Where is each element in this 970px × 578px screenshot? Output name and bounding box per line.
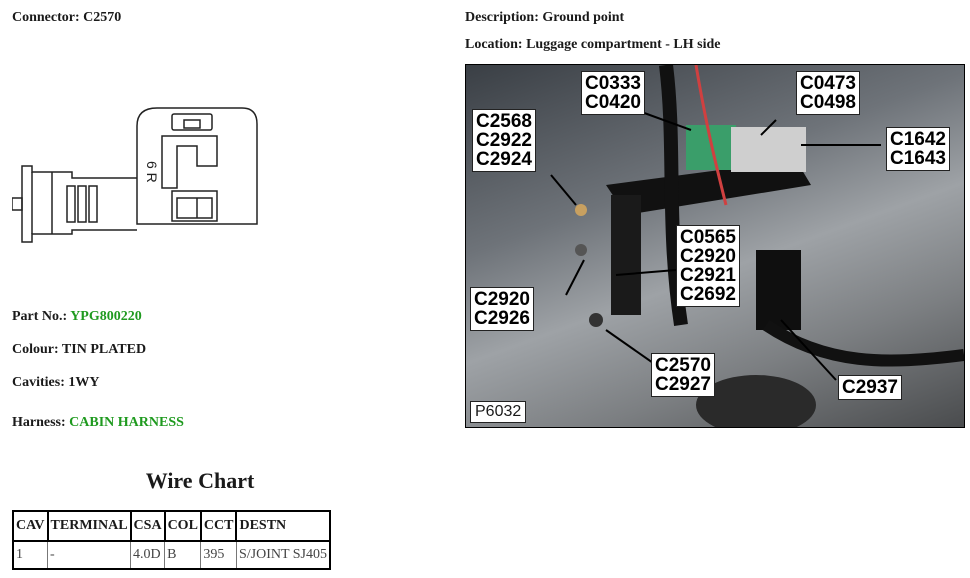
callout-line: C0565: [680, 227, 736, 248]
location-value: Luggage compartment - LH side: [526, 37, 721, 52]
callout-line: C0473: [800, 73, 856, 94]
cell-cct: 395: [200, 540, 237, 570]
description-label: Description:: [465, 10, 539, 25]
photo-illustration: [550, 65, 964, 427]
callout-line: C2937: [842, 377, 898, 398]
cell-destn: S/JOINT SJ405: [235, 540, 331, 570]
cell-col: B: [164, 540, 202, 570]
callout-line: C0498: [800, 92, 856, 113]
callout-line: C0420: [585, 92, 641, 113]
connector-label: Connector:: [12, 10, 80, 25]
callout-line: C2924: [476, 149, 532, 170]
location-label: Location:: [465, 37, 523, 52]
callout-c2920: C2920 C2926: [470, 287, 534, 331]
callout-line: C2921: [680, 265, 736, 286]
header-col: COL: [163, 510, 202, 542]
callout-line: C2926: [474, 308, 530, 329]
callout-line: C2570: [655, 355, 711, 376]
callout-c0565: C0565 C2920 C2921 C2692: [676, 225, 740, 307]
callout-line: C1643: [890, 148, 946, 169]
callout-c2570: C2570 C2927: [651, 353, 715, 397]
cell-terminal: -: [47, 540, 132, 570]
callout-line: C2568: [476, 111, 532, 132]
harness: Harness: CABIN HARNESS: [12, 415, 184, 431]
harness-value: CABIN HARNESS: [69, 415, 184, 430]
header-terminal: TERMINAL: [46, 510, 132, 542]
location-photo: C0333 C0420 C0473 C0498 C2568 C2922 C292…: [465, 64, 965, 428]
wire-chart-table: CAV TERMINAL CSA COL CCT DESTN 1 - 4.0D …: [12, 510, 332, 570]
part-number-value: YPG800220: [70, 309, 142, 324]
callout-line: C2920: [680, 246, 736, 267]
callout-line: C2922: [476, 130, 532, 151]
colour-label: Colour:: [12, 342, 59, 357]
colour: Colour: TIN PLATED: [12, 342, 146, 358]
connector-diagram-svg: 6 R: [11, 107, 258, 243]
callout-line: C2927: [655, 374, 711, 395]
wire-chart-title: Wire Chart: [145, 468, 255, 493]
cavities-label: Cavities:: [12, 375, 65, 390]
description-value: Ground point: [542, 10, 625, 25]
header-destn: DESTN: [235, 510, 332, 542]
photo-code: P6032: [470, 401, 527, 423]
connector-title: Connector: C2570: [12, 10, 121, 26]
part-number-label: Part No.:: [12, 309, 68, 324]
callout-line: C0333: [585, 73, 641, 94]
callout-c2937: C2937: [838, 375, 902, 400]
callout-line: C2692: [680, 284, 736, 305]
cavities-value: 1WY: [68, 375, 100, 390]
callout-c1642: C1642 C1643: [886, 127, 950, 171]
location: Location: Luggage compartment - LH side: [465, 37, 721, 53]
connector-drawing: 6 R: [11, 106, 262, 261]
callout-c0333: C0333 C0420: [581, 71, 645, 115]
description: Description: Ground point: [465, 10, 624, 26]
callout-c2568: C2568 C2922 C2924: [472, 109, 536, 172]
wire-chart-header-row: CAV TERMINAL CSA COL CCT DESTN: [12, 510, 332, 542]
connector-cavity-text: 6 R: [144, 161, 160, 183]
cell-csa: 4.0D: [130, 540, 166, 570]
callout-line: C1642: [890, 129, 946, 150]
table-row: 1 - 4.0D B 395 S/JOINT SJ405: [12, 540, 331, 570]
callout-line: C2920: [474, 289, 530, 310]
part-number: Part No.: YPG800220: [12, 309, 142, 325]
header-csa: CSA: [129, 510, 166, 542]
header-cct: CCT: [199, 510, 238, 542]
connector-value: C2570: [83, 10, 122, 25]
callout-c0473: C0473 C0498: [796, 71, 860, 115]
colour-value: TIN PLATED: [61, 342, 147, 357]
harness-label: Harness:: [12, 415, 66, 430]
header-cav: CAV: [12, 510, 49, 542]
cell-cav: 1: [12, 540, 49, 570]
cavities: Cavities: 1WY: [12, 375, 100, 391]
